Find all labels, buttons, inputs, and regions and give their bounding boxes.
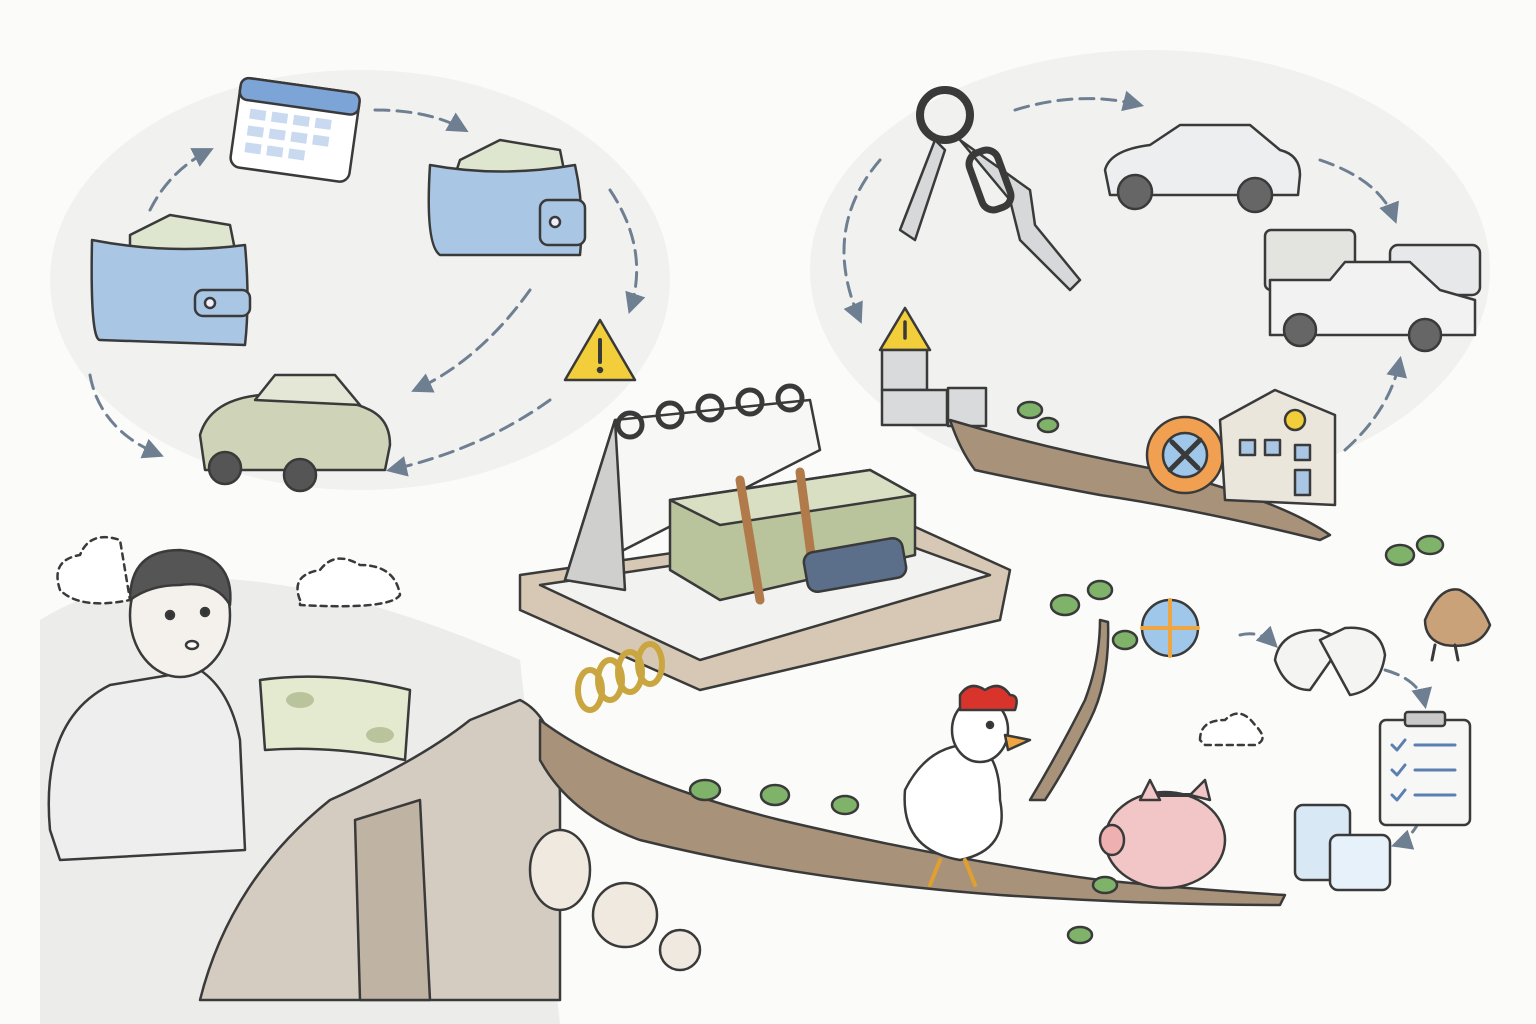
branch bbox=[948, 418, 1332, 542]
rooster-icon bbox=[1423, 588, 1492, 662]
car-icon bbox=[198, 373, 392, 493]
battery-icon bbox=[802, 536, 908, 594]
cycle-arrows bbox=[88, 90, 1432, 850]
key-chain-icon bbox=[898, 86, 1082, 292]
branch bbox=[538, 718, 1287, 907]
arrow bbox=[148, 148, 214, 212]
arrow bbox=[1238, 625, 1278, 648]
wallet-full-icon bbox=[90, 213, 252, 347]
leaf-icon bbox=[688, 579, 1139, 945]
banknote bbox=[258, 675, 412, 762]
arrow bbox=[411, 288, 532, 393]
jar-icon bbox=[1293, 803, 1392, 892]
tree-stump bbox=[198, 698, 562, 1002]
worried-man bbox=[47, 548, 247, 862]
arrow bbox=[1013, 90, 1145, 112]
spring-icon bbox=[575, 641, 665, 713]
branch bbox=[1028, 618, 1110, 802]
sprout-icon bbox=[1384, 534, 1445, 567]
handshake-icon bbox=[1273, 626, 1387, 697]
wallet-icon bbox=[427, 138, 587, 257]
globe-icon bbox=[1140, 598, 1200, 658]
lifebuoy-icon bbox=[1145, 415, 1225, 495]
vehicle-fleet-icon bbox=[1263, 228, 1482, 353]
arrow bbox=[1343, 355, 1407, 452]
sprout-icon bbox=[1016, 400, 1060, 434]
arrow bbox=[1383, 668, 1432, 710]
arrow bbox=[385, 398, 552, 477]
arrow bbox=[373, 108, 469, 133]
thought-cloud-icon bbox=[56, 535, 1264, 747]
sedan-icon bbox=[1103, 123, 1302, 214]
arrow bbox=[842, 158, 882, 324]
stone-blocks-icon bbox=[880, 348, 988, 428]
pinecone-icon bbox=[528, 828, 702, 972]
arrow bbox=[608, 188, 646, 314]
arrow bbox=[88, 373, 164, 459]
calendar-rings bbox=[615, 383, 805, 440]
hen-icon bbox=[903, 684, 1032, 887]
clipboard-checklist-icon bbox=[1378, 710, 1472, 827]
bank-building-icon bbox=[1218, 388, 1337, 507]
arrow bbox=[1318, 158, 1399, 224]
calendar-icon bbox=[229, 76, 361, 183]
piggy-bank-icon bbox=[1098, 778, 1227, 890]
warning-icon bbox=[563, 318, 637, 382]
